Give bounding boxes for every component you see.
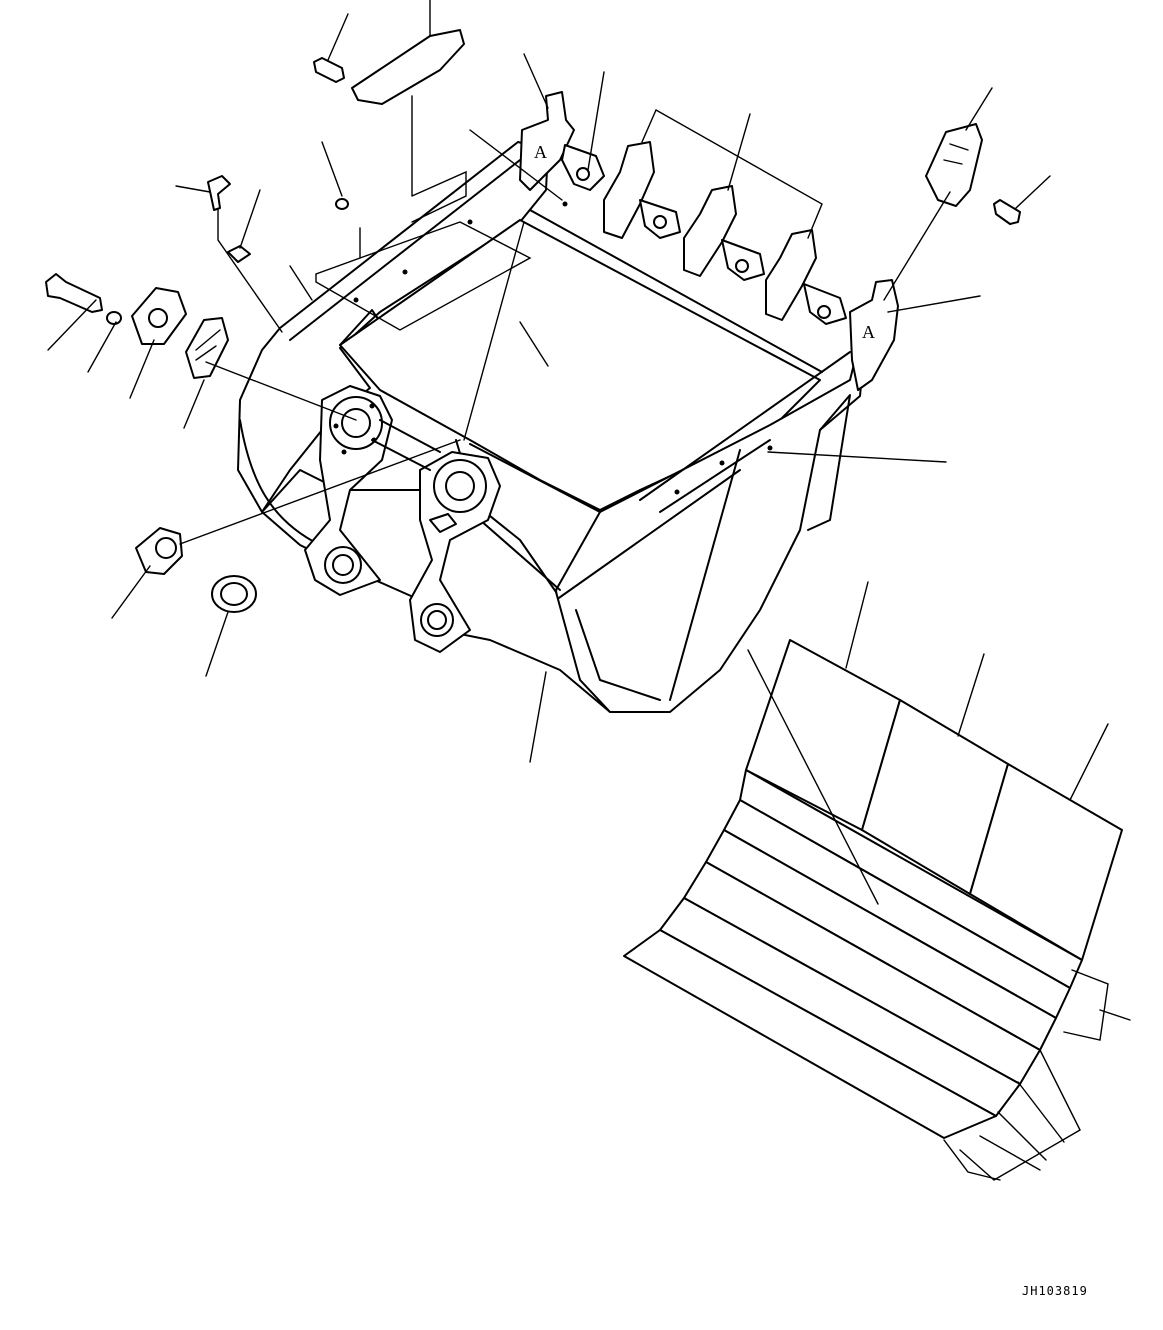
- drawing-code: JH103819: [1022, 1284, 1088, 1298]
- tooth-adapter-2: [639, 199, 681, 239]
- bucket-interior: [339, 219, 821, 511]
- link-boss-left-bore: [324, 546, 362, 584]
- hinge-retaining-plate: [131, 287, 187, 345]
- bucket-teeth-row: A A: [519, 91, 899, 391]
- loose-parts-right: [925, 123, 1021, 225]
- link-boss-right-bore: [420, 603, 454, 637]
- callout-leaders: [47, 0, 1131, 1181]
- bucket-tooth-3: [765, 229, 817, 321]
- tooth-pin-right: [993, 199, 1021, 225]
- side-cutter-left-stamp: A: [534, 142, 547, 162]
- hinge-grease-fitting: [429, 513, 457, 533]
- plug-bolt: [207, 175, 231, 211]
- tooth-spare-right: [925, 123, 983, 207]
- square-cap: [227, 245, 251, 263]
- tooth-pin-top: [313, 57, 345, 83]
- tooth-adapter-4: [803, 283, 847, 325]
- hinge-boss-left-bore: [329, 396, 383, 450]
- dust-seal: [211, 575, 257, 613]
- bucket-body: [237, 141, 867, 713]
- bucket-tooth-2: [683, 185, 737, 277]
- side-cutter-left: [519, 91, 575, 191]
- wear-strip-6: [623, 929, 997, 1139]
- bucket-tooth-1: [603, 141, 655, 239]
- side-cutter-right: [849, 279, 899, 391]
- washer-small-1: [335, 198, 349, 210]
- side-protector-top: [351, 29, 465, 105]
- loose-parts-left: [45, 29, 465, 613]
- wear-liner-assembly: [623, 639, 1123, 1139]
- shim-disc: [185, 317, 229, 379]
- washer-small-2: [106, 311, 122, 325]
- hex-bolt-long: [45, 273, 103, 313]
- side-cutter-right-stamp: A: [862, 322, 875, 342]
- hinge-boss-right-bore: [433, 459, 487, 513]
